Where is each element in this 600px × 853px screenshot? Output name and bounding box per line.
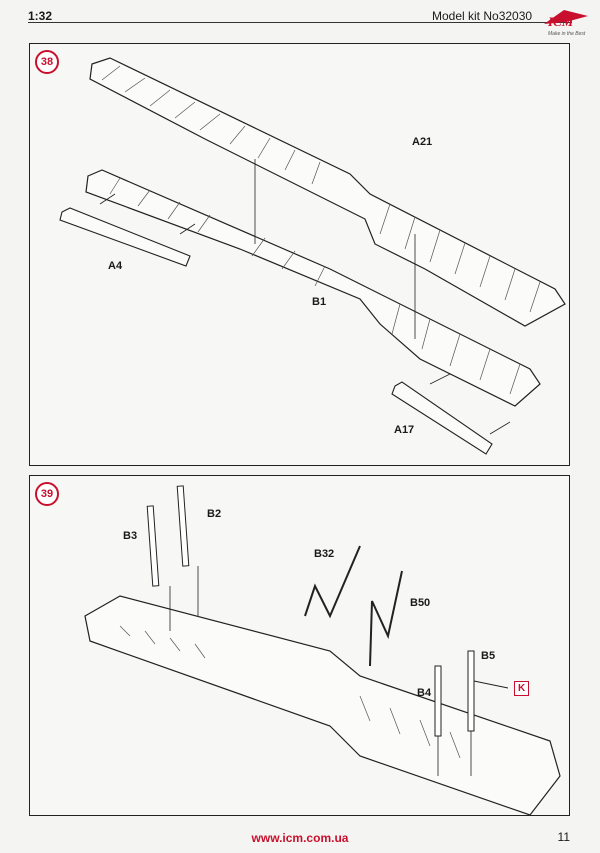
svg-text:Make in the Best: Make in the Best <box>548 31 586 37</box>
svg-text:ICM: ICM <box>547 14 574 29</box>
paint-code-k-tag: K <box>514 681 530 696</box>
part-label-b5: B5 <box>481 650 496 662</box>
part-label-b2: B2 <box>207 508 222 520</box>
website-url[interactable]: www.icm.com.ua <box>251 831 349 845</box>
header-divider <box>28 22 572 23</box>
part-label-b50: B50 <box>410 597 431 609</box>
part-label-b3: B3 <box>123 530 138 542</box>
part-label-b32: B32 <box>314 548 335 560</box>
part-label-a17: A17 <box>394 424 415 436</box>
wing-assembly-drawing <box>59 57 566 455</box>
step-38-panel: 38 <box>29 43 570 466</box>
step-number-badge: 38 <box>35 50 59 74</box>
model-number: Model kit No32030 <box>432 9 533 23</box>
page-number: 11 <box>557 830 570 844</box>
scale-label: 1:32 <box>28 9 53 23</box>
strut-assembly-drawing <box>84 485 561 815</box>
part-label-a21: A21 <box>412 136 433 148</box>
step-39-panel: 39 B3 B2 B32 B50 B5 B4 K <box>29 475 570 816</box>
part-label-a4: A4 <box>108 260 123 272</box>
step-number-badge: 39 <box>35 482 59 506</box>
part-label-b1: B1 <box>312 296 327 308</box>
icm-logo: ICM Make in the Best <box>544 10 588 37</box>
part-label-b4: B4 <box>417 687 432 699</box>
